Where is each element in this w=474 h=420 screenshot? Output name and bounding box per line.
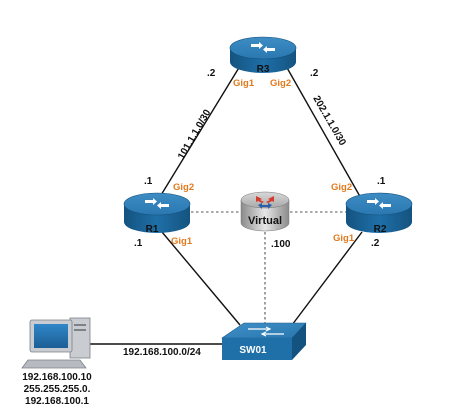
virtual-address: .100 [271, 239, 291, 250]
link-r2-r3 [285, 65, 363, 201]
router-r2-top [345, 192, 413, 216]
subnet-r1-r3: 101.1.1.0/30 [176, 107, 214, 161]
r3-gig2-label: Gig2 [270, 78, 291, 89]
switch-arrows-icon [248, 326, 284, 337]
host-ip: 192.168.100.10 [22, 372, 92, 383]
subnet-r2-r3: 202.1.1.0/30 [310, 94, 348, 148]
host-pc[interactable] [21, 317, 91, 369]
r2-bottom-address: .2 [371, 238, 380, 249]
host-gateway: 192.168.100.1 [25, 396, 89, 407]
r3-gig1-label: Gig1 [233, 78, 255, 89]
switch-sw01-front [222, 338, 292, 360]
r1-gig1-label: Gig1 [171, 236, 193, 247]
pc-keyboard-icon [21, 359, 87, 369]
link-r2-sw01 [291, 231, 363, 326]
switch-sw01-name: SW01 [239, 345, 267, 356]
router-r1-name: R1 [146, 224, 159, 235]
link-r1-sw01 [161, 231, 241, 326]
virtual-router-name: Virtual [248, 215, 282, 227]
subnet-lan: 192.168.100.0/24 [123, 347, 201, 358]
router-r1-top [123, 192, 191, 216]
router-r2[interactable]: R2 [345, 192, 413, 235]
router-r3-name: R3 [257, 64, 270, 75]
r1-top-address: .1 [144, 176, 153, 187]
r1-gig2-label: Gig2 [173, 182, 194, 193]
r2-top-address: .1 [377, 176, 386, 187]
r2-gig1-label: Gig1 [333, 233, 355, 244]
r3-right-address: .2 [310, 68, 319, 79]
virtual-router[interactable]: Virtual [240, 191, 290, 232]
router-r1[interactable]: R1 [123, 192, 191, 235]
router-arrows-icon [145, 198, 169, 209]
host-mask: 255.255.255.0. [24, 384, 91, 395]
switch-sw01-side [292, 323, 306, 360]
r2-gig2-label: Gig2 [331, 182, 352, 193]
r3-left-address: .2 [207, 68, 216, 79]
router-arrows-icon [251, 42, 275, 53]
router-r3[interactable]: R3 [229, 36, 297, 75]
virtual-arrows-icon [256, 196, 274, 209]
pc-screen [34, 324, 68, 348]
router-r3-top [229, 36, 297, 60]
virtual-router-top [240, 191, 290, 209]
virtual-router-body [240, 199, 290, 232]
link-r1-r3 [157, 65, 241, 201]
r1-bottom-address: .1 [134, 238, 143, 249]
switch-sw01-top [221, 322, 307, 339]
router-r2-name: R2 [374, 224, 387, 235]
switch-sw01[interactable]: SW01 [221, 322, 307, 360]
router-arrows-icon [367, 198, 391, 209]
